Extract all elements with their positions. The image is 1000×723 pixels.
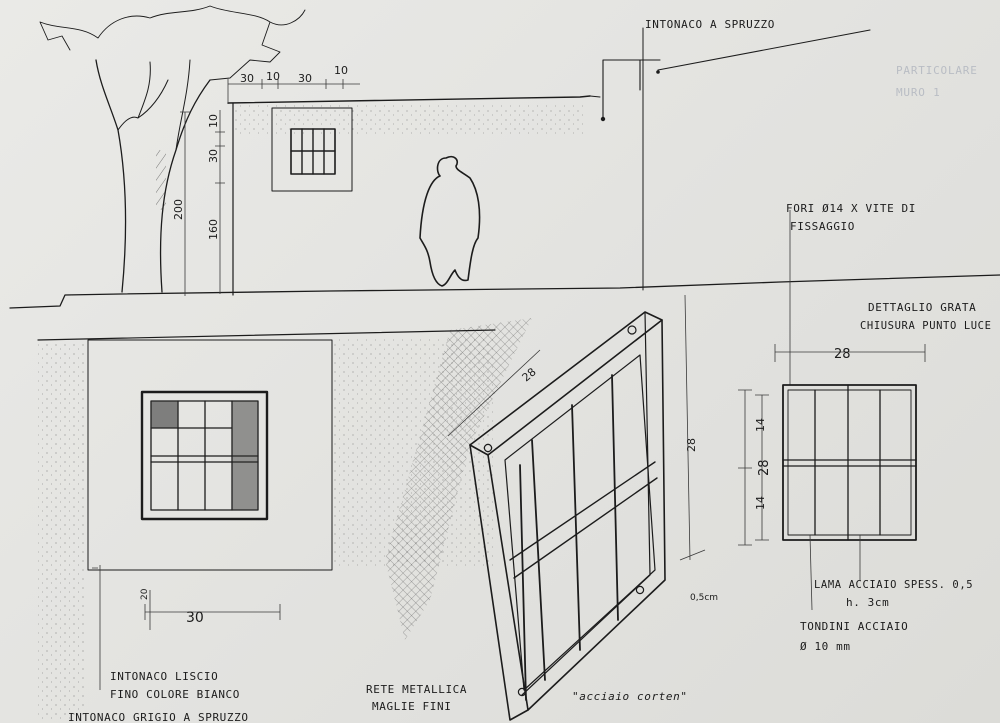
label-fori-2: FISSAGGIO xyxy=(790,220,855,233)
label-intonaco-spruzzo: INTONACO A SPRUZZO xyxy=(645,18,775,31)
dim-top-30a: 30 xyxy=(240,72,254,85)
label-intonaco-liscio-2: FINO COLORE BIANCO xyxy=(110,688,240,701)
tree xyxy=(39,5,306,293)
label-tondini-2: Ø 10 mm xyxy=(800,640,851,653)
ground-line xyxy=(9,274,1000,309)
dim-left-160: 160 xyxy=(207,219,220,240)
label-dettaglio-2: CHIUSURA PUNTO LUCE xyxy=(860,320,992,332)
dim-top-10b: 10 xyxy=(334,64,348,77)
label-dettaglio-1: DETTAGLIO GRATA xyxy=(868,301,976,314)
label-rete-1: RETE METALLICA xyxy=(366,683,467,696)
dim-bottom-30: 30 xyxy=(186,610,204,626)
label-particolare: PARTICOLARE xyxy=(896,64,978,77)
dim-left-10: 10 xyxy=(207,114,220,128)
dim-left-30: 30 xyxy=(207,149,220,163)
label-muro: MURO 1 xyxy=(896,86,941,99)
dim-iso-28a: 28 xyxy=(520,365,539,384)
dim-detail-14b: 14 xyxy=(754,496,767,510)
label-fori-1: FORI Ø14 X VITE DI xyxy=(786,202,916,215)
dim-detail-14a: 14 xyxy=(754,418,767,432)
dim-top-30b: 30 xyxy=(298,72,312,85)
top-dimensions xyxy=(180,79,360,296)
dim-bottom-20: 20 xyxy=(140,588,150,600)
grate-detail xyxy=(738,210,926,611)
dim-top-10a: 10 xyxy=(266,70,280,83)
dim-left-200: 200 xyxy=(172,199,185,220)
human-figure xyxy=(419,155,481,287)
dim-iso-28b: 28 xyxy=(685,438,698,452)
dim-iso-05: 0,5cm xyxy=(690,593,718,603)
label-rete-2: MAGLIE FINI xyxy=(372,700,451,713)
label-lama-2: h. 3cm xyxy=(846,596,889,609)
dim-detail-28h: 28 xyxy=(834,347,851,362)
label-tondini-1: TONDINI ACCIAIO xyxy=(800,620,908,633)
label-acciaio: "acciaio corten" xyxy=(572,690,688,703)
facade-wall xyxy=(227,27,871,296)
label-intonaco-grigio: INTONACO GRIGIO A SPRUZZO xyxy=(68,711,249,723)
dim-detail-28v: 28 xyxy=(757,459,772,476)
label-lama-1: LAMA ACCIAIO SPESS. 0,5 xyxy=(814,579,973,591)
isometric-grate xyxy=(385,294,706,721)
label-intonaco-liscio-1: INTONACO LISCIO xyxy=(110,670,218,683)
